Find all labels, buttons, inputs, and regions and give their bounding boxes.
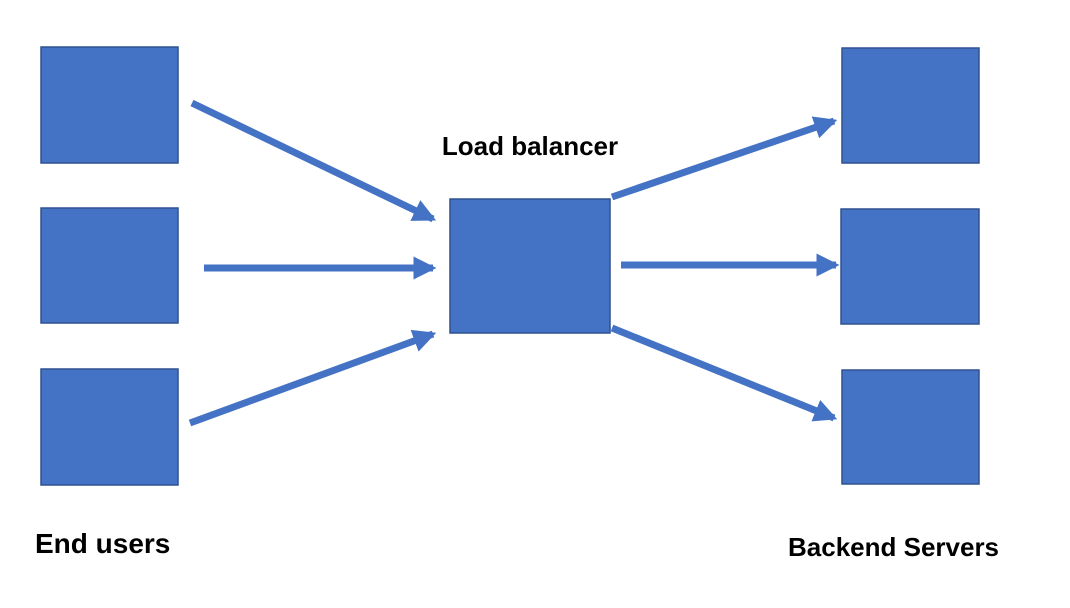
backend-servers-label: Backend Servers (788, 532, 999, 562)
load-balancer-label: Load balancer (442, 131, 618, 161)
end-user-box-3 (40, 368, 179, 486)
load-balancer-box (449, 198, 611, 334)
arrow-loadbalancer-to-server3 (610, 324, 838, 422)
end-user-box-1 (40, 46, 179, 164)
end-users-label: End users (35, 528, 170, 559)
backend-server-box-3 (841, 369, 980, 485)
arrow-user3-to-loadbalancer (188, 329, 437, 427)
end-user-box-2 (40, 207, 179, 324)
backend-server-box-2 (840, 208, 980, 325)
backend-server-box-1 (841, 47, 980, 164)
arrow-loadbalancer-to-server1 (610, 116, 838, 201)
arrow-user1-to-loadbalancer (190, 99, 437, 223)
